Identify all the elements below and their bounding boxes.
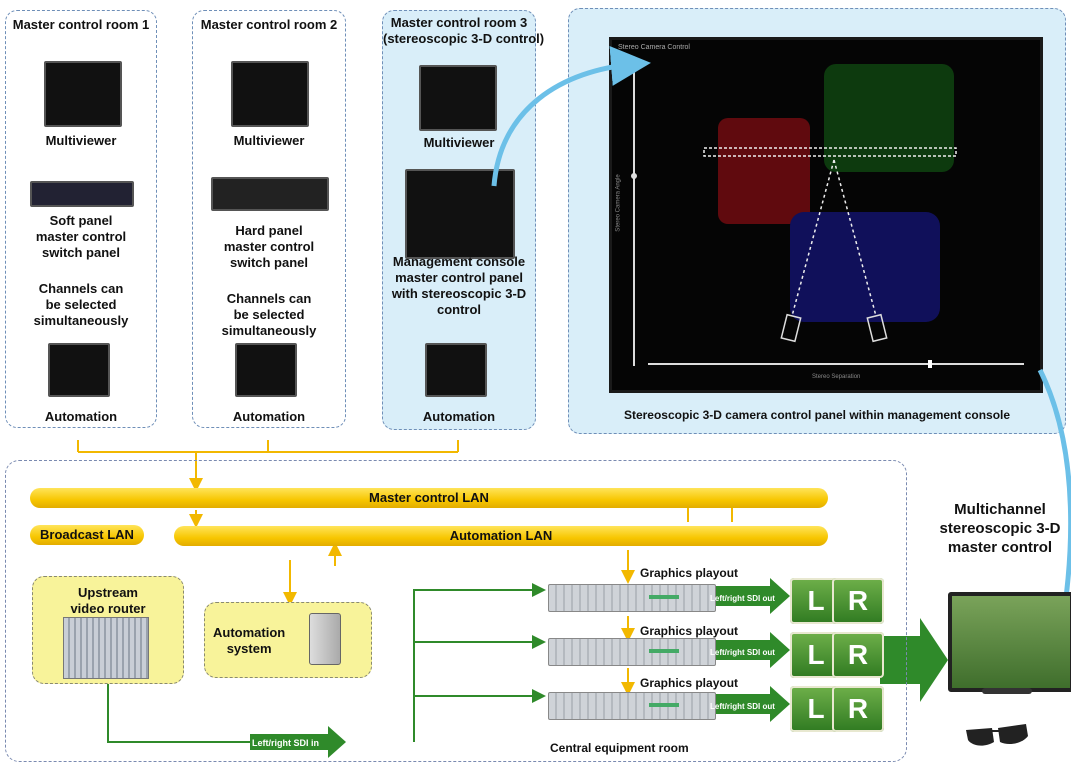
automation-lan: Automation LAN [174, 526, 828, 546]
graphics-playout-label: Graphics playout [640, 676, 739, 690]
sdi-out-label: Left/right SDI out [710, 648, 775, 657]
automation-label: Automation [44, 409, 118, 424]
3d-glasses-icon [962, 722, 1032, 748]
playout-server-2 [548, 638, 716, 666]
graphics-playout-label: Graphics playout [640, 624, 739, 638]
graphics-playout-label: Graphics playout [640, 566, 739, 580]
tv-stand [982, 688, 1032, 694]
management-console-label: Management console master control panel … [391, 254, 527, 317]
server-icon [309, 613, 341, 665]
multiviewer-image [44, 61, 122, 127]
broadcast-lan: Broadcast LAN [30, 525, 144, 545]
multiviewer-label: Multiviewer [423, 135, 495, 150]
selection-note: Channels can be selected simultaneously [221, 291, 317, 338]
horizontal-axis-label: Stereo Separation [812, 374, 861, 380]
hard-panel-image [211, 177, 329, 211]
central-room-label: Central equipment room [550, 741, 689, 755]
automation-system-box: Automation system [204, 602, 372, 678]
playout-server-1 [548, 584, 716, 612]
red-zone [718, 118, 810, 224]
automation-label: Automation [232, 409, 306, 424]
automation-label: Automation [422, 409, 496, 424]
router-label: Upstream video router [70, 585, 146, 616]
vertical-axis-label: Stereo Camera Angle [615, 174, 622, 232]
console-screen: Stereo Camera Control Stereo Camera Angl… [609, 37, 1043, 393]
automation-workstation-image [48, 343, 110, 397]
multiviewer-image [419, 65, 497, 131]
master-control-room-3: Master control room 3 (stereoscopic 3-D … [382, 10, 545, 430]
screen-title: Stereo Camera Control [618, 44, 690, 51]
multiviewer-image [231, 61, 309, 127]
tv-image [948, 592, 1071, 692]
console-caption: Stereoscopic 3-D camera control panel wi… [623, 408, 1011, 422]
camera-geometry [631, 60, 1024, 368]
right-output-tile: R [832, 578, 884, 624]
right-output-tile: R [832, 686, 884, 732]
console-panel-group: Stereo Camera Control Stereo Camera Angl… [568, 8, 1066, 434]
green-zone [824, 64, 954, 172]
soft-panel-image [30, 181, 134, 207]
master-control-lan: Master control LAN [30, 488, 828, 508]
room-title: Master control room 2 [200, 17, 338, 32]
right-output-tile: R [832, 632, 884, 678]
automation-system-label: Automation system [213, 625, 286, 656]
selection-note: Channels can be selected simultaneously [33, 281, 129, 328]
management-console-image [405, 169, 515, 259]
playout-server-3 [548, 692, 716, 720]
master-control-room-1: Master control room 1 Multiviewer Soft p… [5, 10, 157, 428]
router-image [63, 617, 149, 679]
hard-panel-label: Hard panel master control switch panel [223, 223, 315, 270]
soft-panel-label: Soft panel master control switch panel [35, 213, 127, 260]
automation-workstation-image [235, 343, 297, 397]
multiviewer-label: Multiviewer [233, 133, 305, 148]
room-title: Master control room 3 (stereoscopic 3-D … [383, 15, 545, 46]
room-title: Master control room 1 [12, 17, 150, 32]
central-equipment-room [5, 460, 907, 762]
glasses-icon [966, 724, 1028, 746]
upstream-router-box: Upstream video router [32, 576, 184, 684]
tv-title: Multichannel stereoscopic 3-D master con… [939, 501, 1061, 556]
master-control-room-2: Master control room 2 Multiviewer Hard p… [192, 10, 346, 428]
multiviewer-label: Multiviewer [45, 133, 117, 148]
automation-workstation-image [425, 343, 487, 397]
sdi-out-label: Left/right SDI out [710, 702, 775, 711]
sdi-in-label: Left/right SDI in [252, 738, 319, 748]
sdi-out-label: Left/right SDI out [710, 594, 775, 603]
